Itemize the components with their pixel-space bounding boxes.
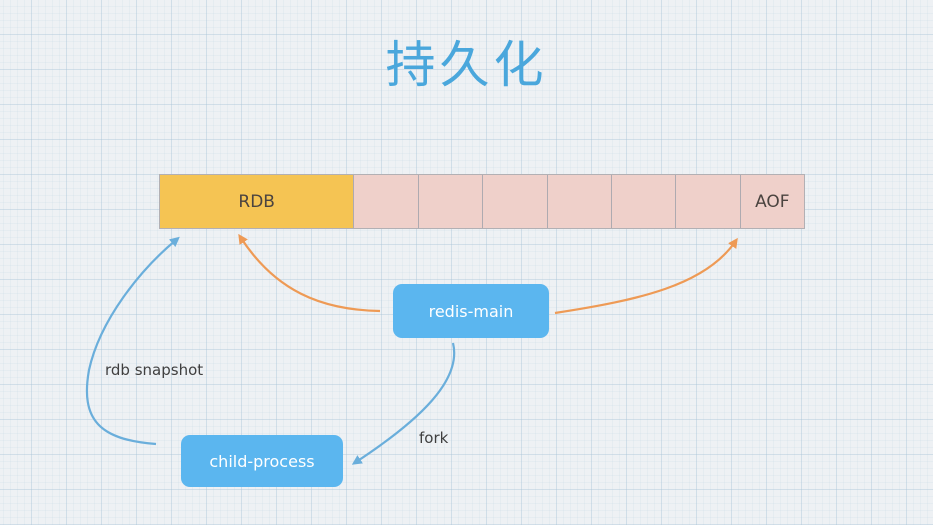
- fork-label: fork: [419, 429, 449, 447]
- child-process-node: child-process: [181, 435, 343, 487]
- fork-arrow: [351, 342, 456, 465]
- aof-cell: AOF: [739, 175, 805, 228]
- redis-main-node: redis-main: [393, 284, 549, 338]
- log-cell: [353, 175, 418, 228]
- log-cell: [546, 175, 611, 228]
- rdb-snapshot-label: rdb snapshot: [105, 361, 204, 379]
- snapshot-arrow: [85, 236, 180, 446]
- log-cell: [417, 175, 483, 228]
- rdb-cell: RDB: [160, 175, 354, 228]
- log-cell: [610, 175, 676, 228]
- log-cell: [675, 175, 740, 228]
- main-to-rdb-arrow: [238, 233, 381, 313]
- log-cell: [482, 175, 547, 228]
- slide-title: 持久化: [385, 36, 548, 94]
- storage-bar: RDB AOF: [159, 174, 805, 229]
- main-to-aof-arrow: [554, 237, 738, 315]
